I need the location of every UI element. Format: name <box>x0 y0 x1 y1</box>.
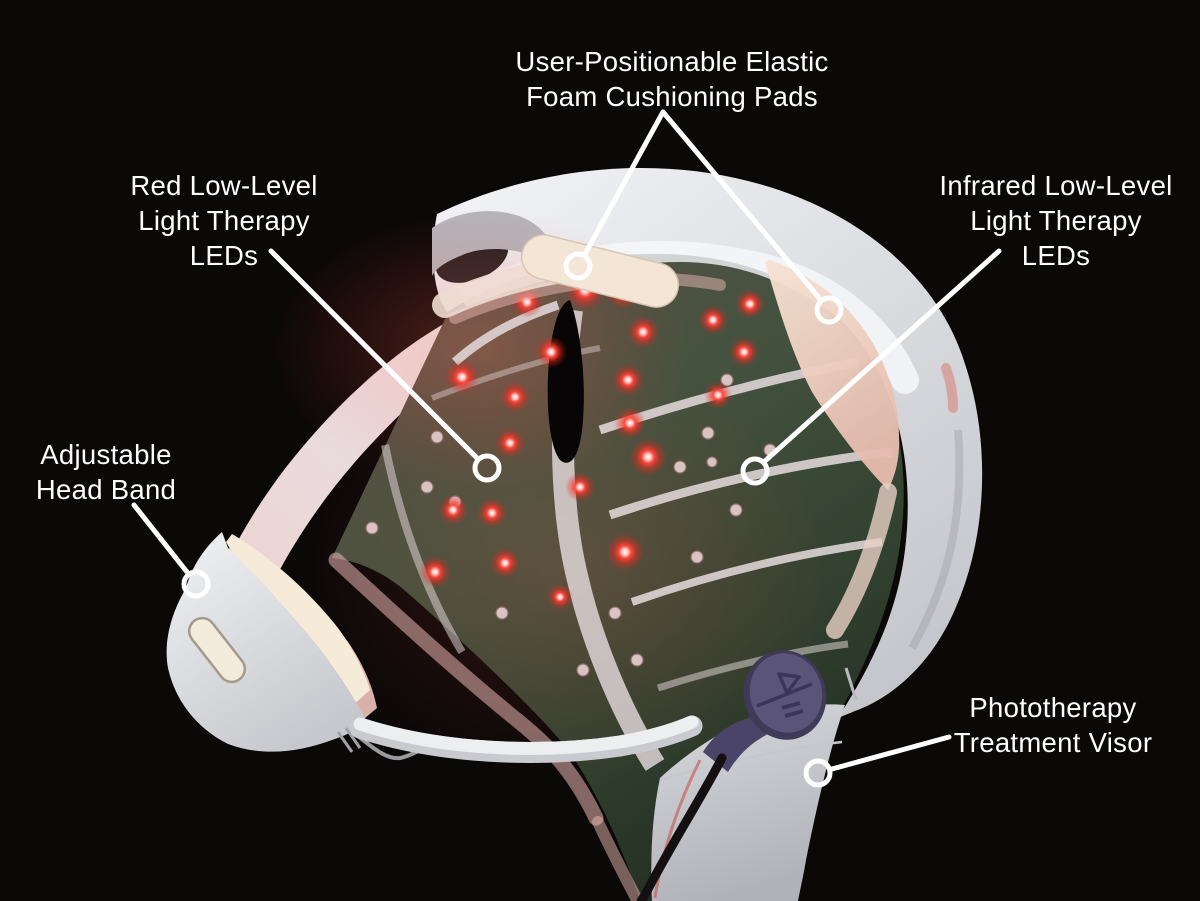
headband-rear-strap <box>205 298 520 640</box>
label-foam-pads: User-Positionable Elastic Foam Cushionin… <box>515 46 829 112</box>
callout-foam-pads <box>563 109 844 325</box>
visor-bottom-panel <box>651 704 845 901</box>
callout-line <box>268 248 480 461</box>
callout-line <box>131 502 190 575</box>
callout-visor <box>803 734 952 788</box>
play-pause-icon <box>756 672 813 718</box>
label-visor: Phototherapy Treatment Visor <box>953 692 1153 758</box>
headband-foam-pad <box>226 534 370 706</box>
phototherapy-visor-device <box>166 167 983 901</box>
panel-step <box>844 667 858 701</box>
chin-strap-highlight <box>353 715 699 755</box>
callout-marker <box>814 295 844 325</box>
label-infrared-leds: Infrared Low-Level Light Therapy LEDs <box>939 170 1173 271</box>
callout-infrared-leds <box>740 248 1002 486</box>
label-red-leds: Red Low-Level Light Therapy LEDs <box>130 170 318 271</box>
callout-line <box>829 734 952 772</box>
headband-shell <box>166 532 366 752</box>
callout-marker <box>740 456 770 486</box>
callout-marker <box>181 569 211 599</box>
infrared-led-array <box>365 373 777 677</box>
power-cable <box>636 753 727 901</box>
panel-red-seam <box>653 759 702 899</box>
callouts <box>131 109 1002 788</box>
label-head-band: Adjustable Head Band <box>35 439 177 505</box>
callout-line <box>660 109 823 302</box>
headband-front-piece <box>166 532 703 763</box>
callout-head-band <box>131 502 211 599</box>
red-led-array <box>419 270 765 610</box>
shell-shadow <box>908 429 964 650</box>
foam-pad-right <box>765 260 900 490</box>
foam-cushioning-pads <box>432 234 900 639</box>
callout-marker <box>803 758 833 788</box>
panel-seam <box>659 740 843 782</box>
callout-red-leds <box>268 248 502 483</box>
callout-line <box>762 248 1002 464</box>
callout-line <box>582 109 666 257</box>
callout-marker <box>563 251 593 281</box>
callout-marker <box>472 453 502 483</box>
headband-slot <box>187 616 247 684</box>
foam-pad-left <box>520 234 680 308</box>
rim-red-reflection <box>941 363 958 413</box>
